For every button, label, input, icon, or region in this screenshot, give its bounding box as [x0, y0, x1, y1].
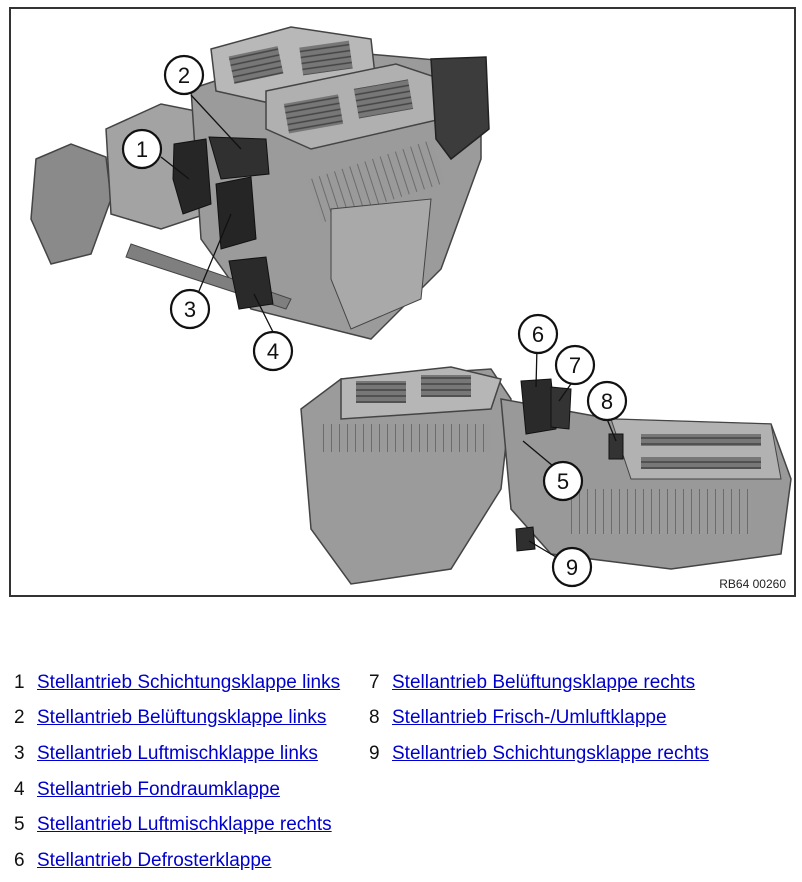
- legend-item-8: 8 Stellantrieb Frisch-/Umluftklappe: [369, 706, 667, 730]
- callout-3: 3: [169, 288, 211, 330]
- svg-text:3: 3: [184, 297, 196, 322]
- legend-link-1[interactable]: Stellantrieb Schichtungsklappe links: [37, 672, 341, 693]
- legend-link-3[interactable]: Stellantrieb Luftmischklappe links: [37, 743, 318, 764]
- callout-2: 2: [163, 54, 205, 96]
- legend-link-7[interactable]: Stellantrieb Belüftungsklappe rechts: [392, 672, 696, 693]
- legend-number: 3: [14, 743, 25, 764]
- hvac-unit-illustration: 1 2 3 4 5 6 7: [30, 26, 792, 588]
- legend-item-3: 3 Stellantrieb Luftmischklappe links: [14, 742, 318, 766]
- callout-8: 8: [586, 380, 628, 422]
- svg-text:1: 1: [136, 137, 148, 162]
- legend-number: 6: [14, 850, 25, 871]
- callout-5: 5: [542, 460, 584, 502]
- legend-number: 7: [369, 672, 380, 693]
- svg-text:8: 8: [601, 389, 613, 414]
- legend-item-6: 6 Stellantrieb Defrosterklappe: [14, 849, 271, 873]
- legend-number: 8: [369, 707, 380, 728]
- callout-9: 9: [551, 546, 593, 588]
- legend-number: 9: [369, 743, 380, 764]
- legend-item-9: 9 Stellantrieb Schichtungsklappe rechts: [369, 742, 709, 766]
- svg-text:5: 5: [557, 469, 569, 494]
- figure-code: RB64 00260: [719, 577, 786, 591]
- upper-hvac-unit: [30, 26, 490, 340]
- lower-hvac-unit: [300, 366, 792, 585]
- legend-link-6[interactable]: Stellantrieb Defrosterklappe: [37, 850, 272, 871]
- svg-text:7: 7: [569, 353, 581, 378]
- legend-number: 5: [14, 814, 25, 835]
- legend-number: 2: [14, 707, 25, 728]
- legend-number: 1: [14, 672, 25, 693]
- legend-link-4[interactable]: Stellantrieb Fondraumklappe: [37, 779, 280, 800]
- legend-item-7: 7 Stellantrieb Belüftungsklappe rechts: [369, 671, 695, 695]
- diagram-figure: 1 2 3 4 5 6 7: [9, 7, 796, 597]
- legend-item-2: 2 Stellantrieb Belüftungsklappe links: [14, 706, 326, 730]
- svg-text:4: 4: [267, 339, 279, 364]
- legend-link-2[interactable]: Stellantrieb Belüftungsklappe links: [37, 707, 327, 728]
- legend-link-8[interactable]: Stellantrieb Frisch-/Umluftklappe: [392, 707, 667, 728]
- callouts: 1 2 3 4 5 6 7: [121, 54, 628, 588]
- svg-text:9: 9: [566, 555, 578, 580]
- svg-text:2: 2: [178, 63, 190, 88]
- callout-1: 1: [121, 128, 163, 170]
- callout-4: 4: [252, 330, 294, 372]
- svg-text:6: 6: [532, 322, 544, 347]
- legend-item-4: 4 Stellantrieb Fondraumklappe: [14, 778, 280, 802]
- legend-link-5[interactable]: Stellantrieb Luftmischklappe rechts: [37, 814, 332, 835]
- callout-6: 6: [517, 313, 559, 355]
- legend-item-5: 5 Stellantrieb Luftmischklappe rechts: [14, 813, 332, 837]
- legend-link-9[interactable]: Stellantrieb Schichtungsklappe rechts: [392, 743, 709, 764]
- callout-7: 7: [554, 344, 596, 386]
- legend-number: 4: [14, 779, 25, 800]
- legend-item-1: 1 Stellantrieb Schichtungsklappe links: [14, 671, 340, 695]
